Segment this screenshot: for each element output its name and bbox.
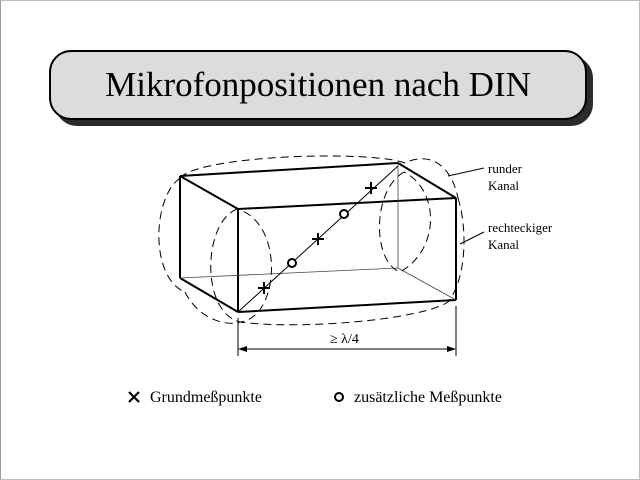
legend-base-marker bbox=[128, 391, 140, 403]
dimension-label: ≥ λ/4 bbox=[330, 332, 359, 347]
round-channel-front-ellipse bbox=[210, 208, 272, 323]
round-channel-outline bbox=[158, 155, 465, 326]
extra-point bbox=[287, 258, 297, 268]
round-channel-front-right-ellipse bbox=[379, 171, 431, 273]
rect-channel bbox=[179, 162, 457, 313]
rect-edge-top-right bbox=[397, 162, 457, 199]
base-measurement-points bbox=[258, 182, 377, 294]
rect-channel-label-line1: rechteckiger bbox=[488, 220, 553, 235]
rect-edge-front-top bbox=[237, 197, 457, 210]
extra-measurement-points bbox=[287, 209, 349, 268]
base-point bbox=[258, 282, 270, 294]
round-channel-right-arc bbox=[447, 197, 465, 303]
rect-edge-back-top bbox=[179, 162, 399, 177]
rect-edge-bottom-left bbox=[179, 277, 239, 313]
rect-hidden-bottom-right bbox=[397, 267, 457, 301]
round-channel-back-ellipse bbox=[158, 177, 186, 293]
base-point bbox=[312, 233, 324, 245]
extra-point bbox=[339, 209, 349, 219]
legend-base-points-label: Grundmeßpunkte bbox=[150, 389, 262, 406]
title-box: Mikrofonpositionen nach DIN bbox=[49, 50, 587, 120]
base-point bbox=[365, 182, 377, 194]
round-channel-leader bbox=[447, 167, 485, 177]
rect-channel-label-line2: Kanal bbox=[488, 237, 519, 252]
rect-hidden-bottom bbox=[179, 267, 399, 279]
round-channel-bottom-arc bbox=[184, 291, 449, 326]
dimension-line bbox=[237, 306, 457, 356]
legend-extra-points-label: zusätzliche Meßpunkte bbox=[354, 389, 502, 406]
rect-channel-leader bbox=[459, 231, 485, 245]
page-title: Mikrofonpositionen nach DIN bbox=[105, 65, 531, 104]
rect-edge-top-left bbox=[179, 175, 239, 210]
legend-extra-marker bbox=[334, 392, 344, 402]
rect-edge-front-bottom bbox=[237, 299, 457, 313]
round-channel-label-line2: Kanal bbox=[488, 178, 519, 193]
round-channel-label-line1: runder bbox=[488, 161, 523, 176]
round-channel-back-arc bbox=[179, 155, 459, 199]
